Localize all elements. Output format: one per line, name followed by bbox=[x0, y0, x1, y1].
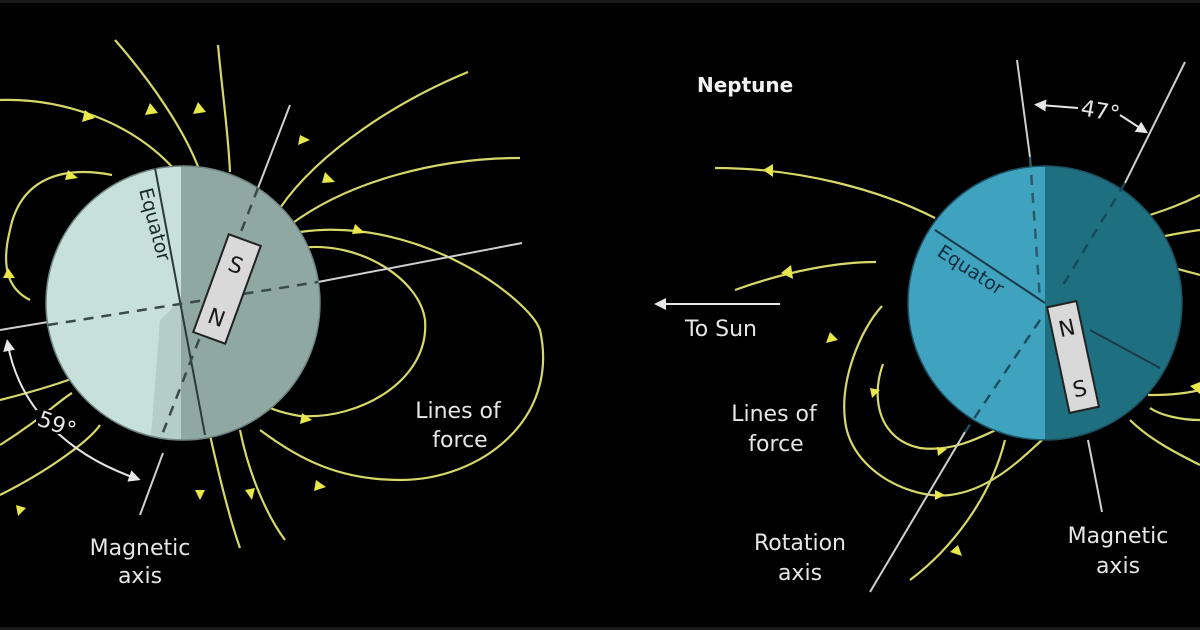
right-rotation-axis-dashed-lower bbox=[963, 319, 1042, 433]
left-angle-label: 59° bbox=[34, 407, 79, 444]
right-magnetic-axis-dashed bbox=[1058, 182, 1127, 291]
bottom-border bbox=[0, 627, 1200, 630]
left-rotation-axis-left bbox=[0, 321, 49, 331]
right-angle-arrow-right bbox=[1119, 114, 1149, 134]
right-magnetic-axis-top bbox=[1124, 61, 1186, 184]
left-equator-line bbox=[154, 167, 206, 436]
neptune-title: Neptune bbox=[697, 73, 793, 97]
right-angle-label: 47° bbox=[1079, 96, 1122, 127]
right-rotation-axis-dashed bbox=[1028, 156, 1042, 301]
rotation-axis-label-1: Rotation bbox=[754, 531, 846, 556]
right-equator-line bbox=[934, 229, 1046, 304]
left-bar-magnet: S N bbox=[191, 233, 263, 345]
right-angle-arrow-left bbox=[1034, 99, 1079, 112]
left-planet-group: Equator S N 59° Magnetic axis Lines of f… bbox=[0, 39, 545, 589]
right-planet bbox=[908, 166, 1182, 440]
right-magnetic-axis-label-2: axis bbox=[1096, 554, 1140, 579]
left-lines-of-force-label-1: Lines of bbox=[415, 399, 502, 424]
right-rotation-axis-top bbox=[1016, 59, 1031, 158]
left-magnetic-axis-top bbox=[257, 104, 291, 189]
rotation-axis-label-2: axis bbox=[778, 561, 822, 586]
right-magnetic-axis-label-1: Magnetic bbox=[1068, 524, 1169, 549]
left-magnetic-axis-label-1: Magnetic bbox=[90, 536, 191, 561]
right-magnet-pole-s: S bbox=[1071, 376, 1090, 403]
right-planet-group: Neptune To Sun bbox=[654, 59, 1200, 593]
left-rotation-axis-dashed bbox=[47, 280, 319, 327]
right-magnetic-axis-bottom bbox=[1087, 439, 1103, 513]
right-lines-of-force-label-2: force bbox=[748, 432, 803, 457]
right-rotation-axis-bottom bbox=[869, 431, 966, 593]
left-lines-of-force-label-2: force bbox=[432, 428, 487, 453]
right-lines-of-force-label-1: Lines of bbox=[731, 402, 818, 427]
left-rotation-axis-right bbox=[317, 242, 523, 283]
right-equator-line-back bbox=[1089, 329, 1161, 369]
right-field-lines bbox=[714, 164, 1200, 581]
left-planet bbox=[46, 166, 320, 440]
to-sun-label: To Sun bbox=[684, 317, 757, 342]
right-magnet-pole-n: N bbox=[1056, 315, 1077, 343]
right-bar-magnet: N S bbox=[1045, 299, 1101, 415]
top-border bbox=[0, 0, 1200, 3]
left-magnetic-axis-bottom bbox=[139, 452, 164, 516]
left-magnetic-axis-label-2: axis bbox=[118, 564, 162, 589]
